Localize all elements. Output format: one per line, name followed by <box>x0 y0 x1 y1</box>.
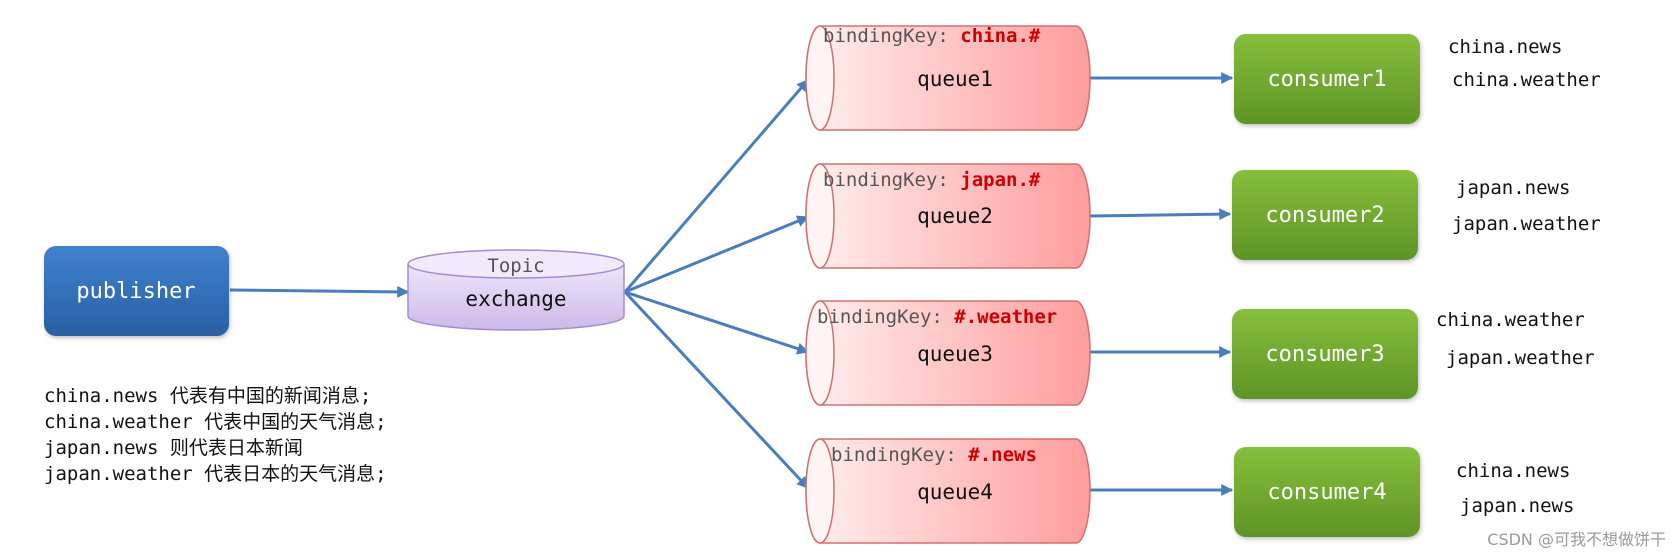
consumer-3-route-2: japan.weather <box>1446 347 1595 369</box>
consumer-1-label: consumer1 <box>1267 67 1386 92</box>
legend-line-2: china.weather 代表中国的天气消息; <box>44 411 387 433</box>
exchange-top <box>407 249 625 279</box>
queue-3: bindingKey: #.weather queue3 <box>805 300 1091 406</box>
queue-3-label: queue3 <box>917 342 993 366</box>
queue-3-binding: bindingKey: #.weather <box>817 306 1057 328</box>
consumer-3-route-1: china.weather <box>1436 309 1585 331</box>
arrow-publisher-exchange <box>229 285 410 298</box>
queue-1: bindingKey: china.# queue1 <box>805 25 1091 131</box>
consumer-4-box <box>1234 447 1420 537</box>
queue-2-binding-prefix: bindingKey: <box>823 169 960 191</box>
queue-4-binding-prefix: bindingKey: <box>831 444 968 466</box>
connections <box>229 72 1234 496</box>
queue-4-cap <box>805 438 835 544</box>
publisher-box <box>44 246 229 336</box>
arrow-queue2-consumer2 <box>1089 208 1232 221</box>
arrow-exchange-queue1 <box>623 79 810 293</box>
exchange-type-label: Topic <box>487 255 544 277</box>
exchange-body <box>407 264 625 331</box>
exchange-label: exchange <box>465 287 566 311</box>
consumer-1-route-2: china.weather <box>1452 69 1601 91</box>
consumer-1-route-1: china.news <box>1448 36 1562 58</box>
consumer-routes: china.news china.weather japan.news japa… <box>1436 36 1601 517</box>
queue-2: bindingKey: japan.# queue2 <box>805 163 1091 269</box>
queue-4: bindingKey: #.news queue4 <box>805 438 1091 544</box>
arrow-exchange-queue3 <box>624 290 810 355</box>
consumer-4-route-2: japan.news <box>1460 495 1574 517</box>
queue-4-label: queue4 <box>917 480 993 504</box>
arrow-exchange-queue4 <box>623 290 810 490</box>
consumer-2-route-2: japan.weather <box>1452 213 1601 235</box>
consumer-3-label: consumer3 <box>1265 342 1384 367</box>
queue-1-binding-prefix: bindingKey: <box>823 25 960 47</box>
queue-3-cap <box>805 300 835 406</box>
queue-2-binding: bindingKey: japan.# <box>823 169 1041 191</box>
consumer-1: consumer1 <box>1234 34 1420 124</box>
queue-3-binding-prefix: bindingKey: <box>817 306 954 328</box>
consumer-4-label: consumer4 <box>1267 480 1386 505</box>
queue-4-binding: bindingKey: #.news <box>831 444 1037 466</box>
queue-2-binding-key: japan.# <box>960 169 1041 191</box>
consumer-4: consumer4 <box>1234 447 1420 537</box>
consumer-1-box <box>1234 34 1420 124</box>
watermark: CSDN @可我不想做饼干 <box>1487 530 1666 549</box>
legend-line-3: japan.news 则代表日本新闻 <box>44 437 303 459</box>
queue-3-binding-key: #.weather <box>954 306 1057 328</box>
routing-key-legend: china.news 代表有中国的新闻消息; china.weather 代表中… <box>44 385 387 485</box>
queue-2-label: queue2 <box>917 204 993 228</box>
queue-1-binding: bindingKey: china.# <box>823 25 1041 47</box>
consumer-2-label: consumer2 <box>1265 203 1384 228</box>
consumer-2-box <box>1232 170 1418 260</box>
legend-line-1: china.news 代表有中国的新闻消息; <box>44 385 371 407</box>
publisher-node: publisher <box>44 246 229 336</box>
consumer-3: consumer3 <box>1232 309 1418 399</box>
queue-2-cap <box>805 163 835 269</box>
publisher-label: publisher <box>76 279 195 304</box>
queue-1-binding-key: china.# <box>960 25 1041 47</box>
consumer-4-route-1: china.news <box>1456 460 1570 482</box>
consumer-2-route-1: japan.news <box>1456 177 1570 199</box>
queue-1-cap <box>805 25 835 131</box>
queue-1-label: queue1 <box>917 67 993 91</box>
consumer-2: consumer2 <box>1232 170 1418 260</box>
queue-4-binding-key: #.news <box>968 444 1037 466</box>
exchange-node: Topic exchange <box>407 249 625 331</box>
legend-line-4: japan.weather 代表日本的天气消息; <box>44 463 387 485</box>
arrow-exchange-queue2 <box>624 215 810 294</box>
consumer-3-box <box>1232 309 1418 399</box>
